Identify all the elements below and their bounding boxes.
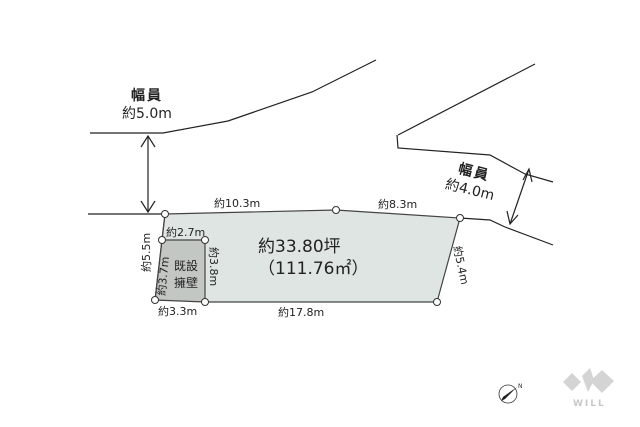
retaining-wall-label: 既設 擁壁 xyxy=(168,258,204,293)
dim-top-right: 約8.3m xyxy=(378,198,418,211)
retaining-wall-line2: 擁壁 xyxy=(173,276,198,291)
road-boundary-lower xyxy=(88,213,554,246)
will-logo-text: WILL xyxy=(573,399,606,409)
dim-left: 約5.5m xyxy=(140,232,153,272)
lot-area: 約33.80坪 （111.76㎡） xyxy=(258,236,368,280)
road-width-title: 幅員 xyxy=(130,88,163,104)
road-width-arrow-5m xyxy=(140,134,156,214)
lot-area-sqm: （111.76㎡） xyxy=(258,259,369,280)
north-arrow-icon: N xyxy=(498,383,523,404)
retaining-wall-line1: 既設 xyxy=(173,259,198,273)
lot-area-tsubo: 約33.80坪 xyxy=(258,237,341,257)
road-label-upper: 幅員 約5.0m xyxy=(122,87,172,123)
road-width-arrow-4m xyxy=(506,167,533,226)
dim-bottom: 約17.8m xyxy=(278,306,325,319)
svg-text:N: N xyxy=(518,383,523,390)
dim-top-left: 約10.3m xyxy=(214,197,261,210)
road-width-value: 約5.0m xyxy=(122,106,172,123)
boundary-markers xyxy=(151,206,464,306)
road-boundary-upper xyxy=(90,59,554,183)
will-logo-icon xyxy=(563,368,614,393)
dim-wall-bottom: 約3.3m xyxy=(158,305,198,318)
dim-wall-right: 約3.8m xyxy=(207,247,220,287)
dim-wall-top: 約2.7m xyxy=(166,226,206,239)
